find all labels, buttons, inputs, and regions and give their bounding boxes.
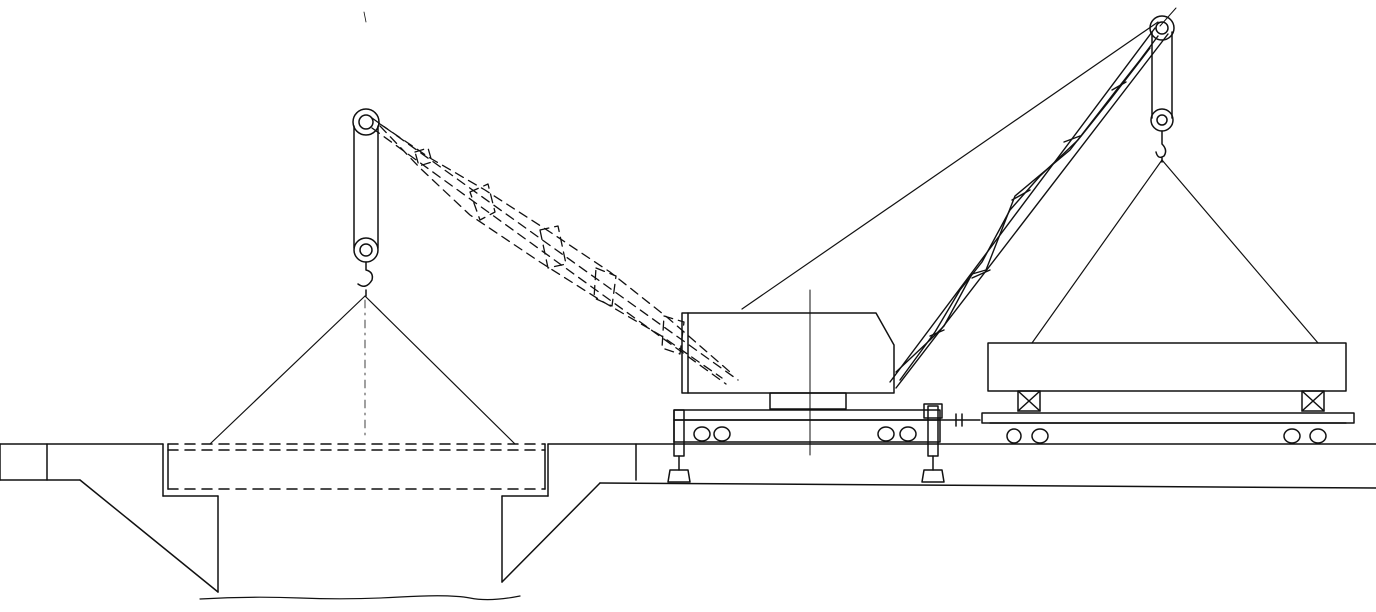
slings-left: [210, 296, 515, 444]
top-mark: [364, 12, 366, 22]
river-bed: [200, 596, 520, 600]
outrigger-left: [668, 410, 690, 482]
ghost-pulley-block: [353, 109, 379, 296]
abutment-left: [80, 444, 218, 592]
bridge-beam-installed: [168, 444, 545, 489]
beam-load: [988, 343, 1346, 411]
rail-crane: [674, 290, 980, 455]
ground-line: [0, 444, 1376, 488]
crane-pulley-block: [1150, 16, 1174, 162]
abutment-right: [502, 444, 600, 582]
outrigger-right: [922, 404, 944, 482]
slings-right: [1032, 160, 1318, 343]
crane-boom: [742, 8, 1176, 388]
flat-railcar: [982, 413, 1354, 443]
ghost-crane-boom: [372, 118, 738, 384]
